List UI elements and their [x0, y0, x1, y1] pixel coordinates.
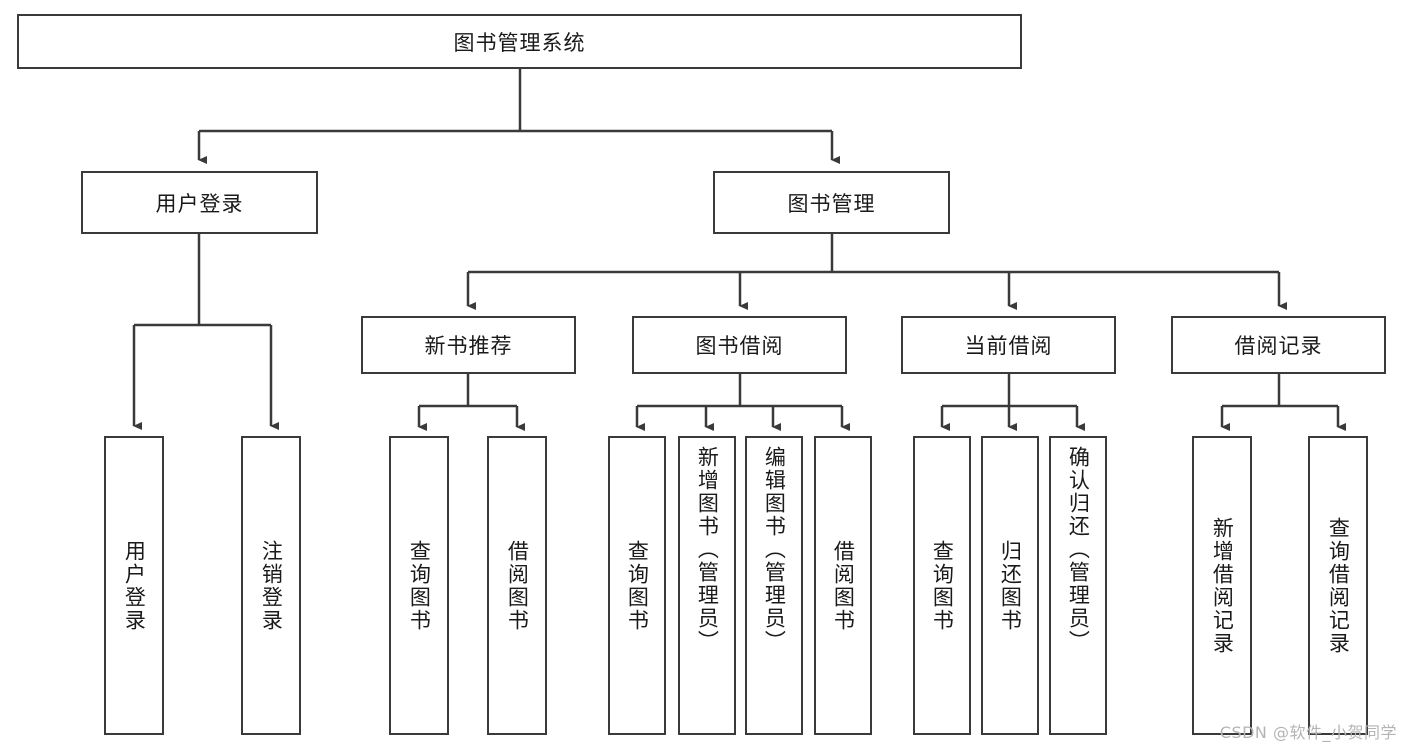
node-label: 编辑图书（管理员） [762, 446, 787, 653]
node-label: 图书借阅 [695, 334, 784, 358]
node-label: 图书管理 [787, 191, 876, 216]
leaf-record-add-borrow-record[interactable]: 新增借阅记录 [1192, 436, 1252, 735]
node-label: 新书推荐 [424, 334, 513, 358]
node-label: 当前借阅 [964, 334, 1053, 358]
node-label: 用户登录 [155, 191, 244, 216]
node-root-book-management-system[interactable]: 图书管理系统 [17, 14, 1022, 69]
leaf-current-return-book[interactable]: 归还图书 [981, 436, 1039, 735]
node-label: 查询图书 [930, 539, 955, 632]
node-label: 查询图书 [625, 539, 650, 632]
node-book-management[interactable]: 图书管理 [713, 171, 950, 234]
node-label: 新增图书（管理员） [695, 446, 720, 653]
leaf-user-login-logout[interactable]: 注销登录 [241, 436, 301, 735]
node-label: 借阅图书 [831, 539, 856, 632]
node-label: 借阅图书 [505, 539, 530, 632]
leaf-recommend-borrow-book[interactable]: 借阅图书 [487, 436, 547, 735]
leaf-current-confirm-return-admin[interactable]: 确认归还（管理员） [1049, 436, 1107, 735]
leaf-borrow-borrow-book[interactable]: 借阅图书 [814, 436, 872, 735]
node-new-book-recommend[interactable]: 新书推荐 [361, 316, 576, 374]
node-label: 查询图书 [407, 539, 432, 632]
node-book-borrow[interactable]: 图书借阅 [632, 316, 847, 374]
node-user-login[interactable]: 用户登录 [81, 171, 318, 234]
node-borrow-record[interactable]: 借阅记录 [1171, 316, 1386, 374]
leaf-record-query-borrow-record[interactable]: 查询借阅记录 [1308, 436, 1368, 735]
node-label: 注销登录 [259, 539, 284, 632]
node-label: 新增借阅记录 [1210, 516, 1235, 655]
node-label: 图书管理系统 [453, 30, 586, 55]
node-current-borrow[interactable]: 当前借阅 [901, 316, 1116, 374]
node-label: 归还图书 [998, 539, 1023, 632]
watermark-text: CSDN @软件_小贺同学 [1219, 723, 1397, 742]
leaf-borrow-add-book-admin[interactable]: 新增图书（管理员） [678, 436, 736, 735]
leaf-current-query-book[interactable]: 查询图书 [913, 436, 971, 735]
leaf-borrow-query-book[interactable]: 查询图书 [608, 436, 666, 735]
leaf-user-login-login[interactable]: 用户登录 [104, 436, 164, 735]
node-label: 查询借阅记录 [1326, 516, 1351, 655]
leaf-recommend-query-book[interactable]: 查询图书 [389, 436, 449, 735]
node-label: 借阅记录 [1234, 334, 1323, 358]
node-label: 用户登录 [122, 539, 147, 632]
node-label: 确认归还（管理员） [1066, 446, 1091, 653]
leaf-borrow-edit-book-admin[interactable]: 编辑图书（管理员） [745, 436, 803, 735]
